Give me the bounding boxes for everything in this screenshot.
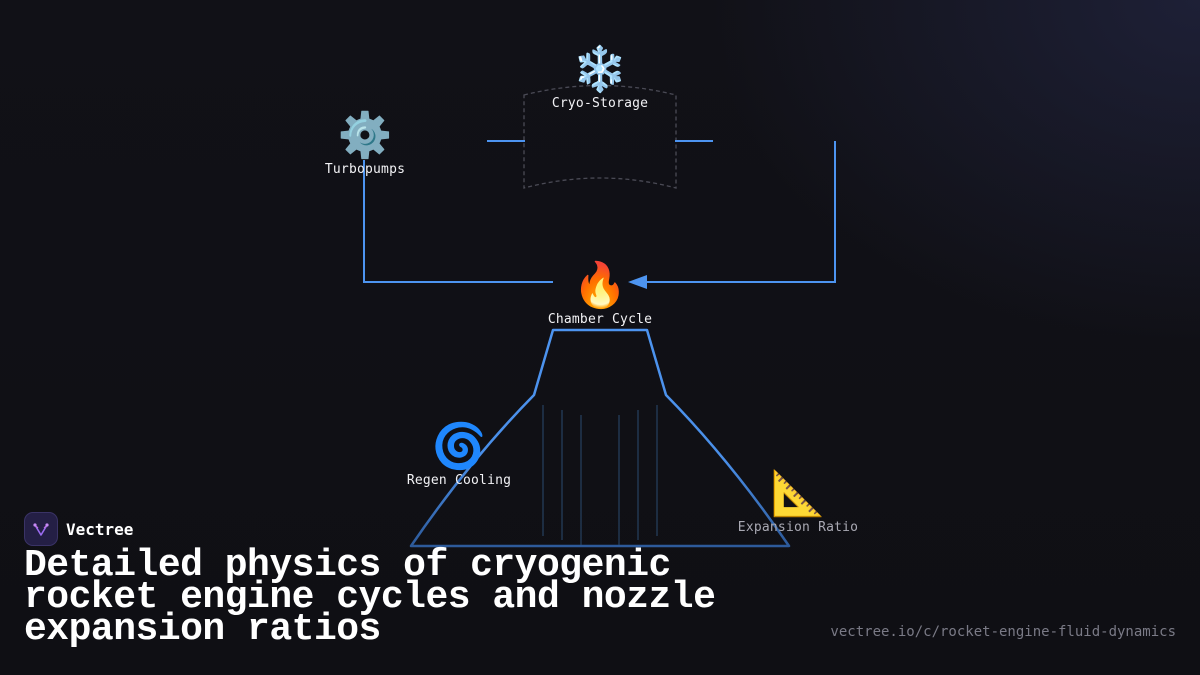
node-expansion-ratio: 📐 Expansion Ratio xyxy=(737,468,859,536)
gear-icon: ⚙️ xyxy=(337,110,393,161)
node-chamber-cycle: 🔥 Chamber Cycle xyxy=(547,260,653,328)
nozzle-flow-lines xyxy=(542,405,658,545)
expansion-ratio-label: Expansion Ratio xyxy=(737,520,859,535)
cryo-tank-outline xyxy=(523,84,677,189)
turbopumps-label: Turbopumps xyxy=(324,162,406,177)
node-turbopumps: ⚙️ Turbopumps xyxy=(324,110,406,178)
chamber-cycle-label: Chamber Cycle xyxy=(547,312,653,327)
vectree-logo-icon xyxy=(24,512,58,546)
triangular-ruler-icon: 📐 xyxy=(770,468,826,519)
brand[interactable]: Vectree xyxy=(24,512,133,546)
feed-to-chamber-connector xyxy=(640,141,836,283)
cryo-storage-label: Cryo-Storage xyxy=(551,96,649,111)
brand-name: Vectree xyxy=(66,519,134,539)
nozzle-contour xyxy=(409,328,791,548)
arrow-head-icon xyxy=(628,275,647,289)
turbopumps-to-chamber-connector xyxy=(363,160,553,283)
source-url[interactable]: vectree.io/c/rocket-engine-fluid-dynamic… xyxy=(830,624,1176,640)
snowflake-icon: ❄️ xyxy=(572,44,628,95)
regen-cooling-label: Regen Cooling xyxy=(406,473,512,488)
fire-icon: 🔥 xyxy=(572,260,628,311)
node-regen-cooling: 🌀 Regen Cooling xyxy=(406,421,512,489)
node-cryo-storage: ❄️ Cryo-Storage xyxy=(551,44,649,112)
page-title: Detailed physics of cryogenic rocket eng… xyxy=(24,544,716,651)
cyclone-icon: 🌀 xyxy=(431,421,487,472)
